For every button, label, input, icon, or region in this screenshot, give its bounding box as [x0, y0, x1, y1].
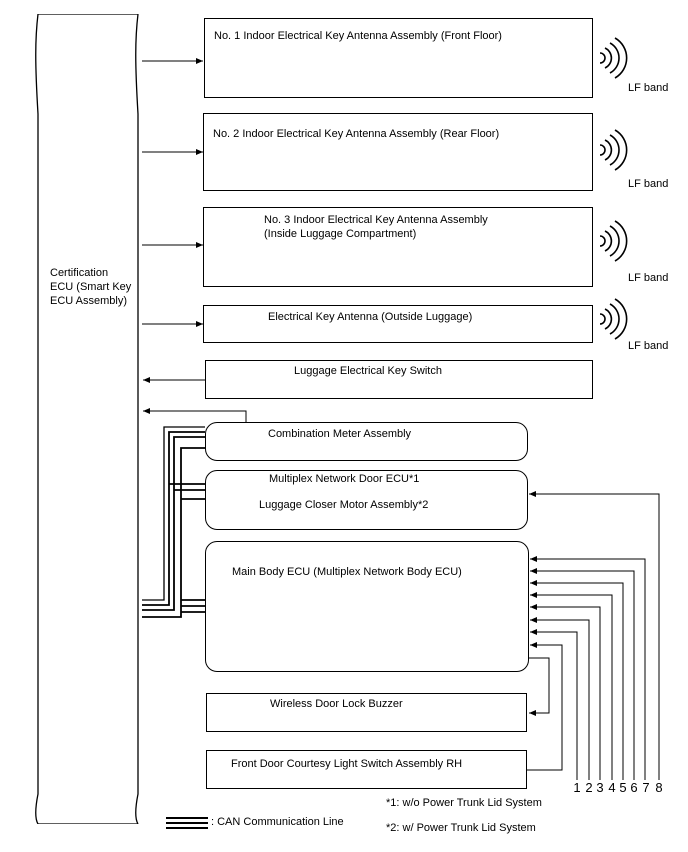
lf-band-label-3: LF band — [628, 272, 669, 284]
pin-label-5: 5 — [619, 780, 627, 795]
wire-pin6 — [530, 568, 635, 780]
lf-wave-icon-2 — [599, 129, 628, 171]
courtesy-switch-label: Front Door Courtesy Light Switch Assembl… — [231, 758, 463, 770]
antenna-outside-box — [203, 305, 593, 343]
pin-label-6: 6 — [630, 780, 638, 795]
antenna1-box — [204, 18, 593, 98]
wire-buzzer — [529, 657, 550, 716]
wire-pin1 — [530, 629, 578, 780]
lf-band-label-4: LF band — [628, 340, 669, 352]
pin-label-7: 7 — [642, 780, 650, 795]
luggage-switch-label: Luggage Electrical Key Switch — [294, 365, 442, 377]
certification-ecu-label: Certification ECU (Smart Key ECU Assembl… — [50, 267, 132, 307]
certification-ecu-shape — [35, 14, 139, 824]
footnote-2: *2: w/ Power Trunk Lid System — [386, 822, 536, 834]
wire-pin2 — [530, 617, 590, 780]
lf-wave-icons — [599, 37, 628, 340]
pin-label-1: 1 — [573, 780, 581, 795]
wire-courtesy-switch — [527, 642, 563, 771]
can-legend-label: : CAN Communication Line — [211, 816, 344, 828]
antenna1-label: No. 1 Indoor Electrical Key Antenna Asse… — [214, 30, 502, 42]
combination-meter-label: Combination Meter Assembly — [268, 428, 412, 440]
lf-band-label-1: LF band — [628, 82, 669, 94]
antenna-outside-label: Electrical Key Antenna (Outside Luggage) — [268, 311, 473, 323]
pin-label-2: 2 — [585, 780, 593, 795]
antenna2-box — [203, 113, 593, 191]
pin-label-3: 3 — [596, 780, 604, 795]
wire-pin7 — [530, 556, 646, 780]
lf-wave-icon-4 — [599, 298, 628, 340]
closer-motor-label: Luggage Closer Motor Assembly*2 — [259, 499, 429, 511]
main-body-ecu-label: Main Body ECU (Multiplex Network Body EC… — [232, 566, 462, 578]
antenna3-box — [203, 207, 593, 287]
wire-pin3 — [530, 604, 601, 780]
wire-pin8 — [529, 491, 660, 780]
antenna2-label: No. 2 Indoor Electrical Key Antenna Asse… — [213, 128, 500, 140]
wire-pin4 — [530, 592, 613, 780]
footnote-1: *1: w/o Power Trunk Lid System — [386, 797, 542, 809]
multiplex-door-ecu-label: Multiplex Network Door ECU*1 — [269, 473, 420, 485]
courtesy-switch-box — [206, 750, 527, 789]
lf-wave-icon-1 — [599, 37, 628, 79]
buzzer-label: Wireless Door Lock Buzzer — [270, 698, 403, 710]
wire-combination-meter — [143, 408, 247, 424]
pin-label-8: 8 — [655, 780, 663, 795]
main-body-ecu-box — [205, 541, 529, 672]
can-bus — [142, 426, 205, 618]
buzzer-box — [206, 693, 527, 732]
pin-label-4: 4 — [608, 780, 616, 795]
multiplex-door-ecu-box — [205, 470, 528, 530]
combination-meter-box — [205, 422, 528, 461]
wire-pin5 — [530, 580, 624, 780]
luggage-switch-box — [205, 360, 593, 399]
antenna3-label: No. 3 Indoor Electrical Key Antenna Asse… — [264, 214, 488, 240]
lf-wave-icon-3 — [599, 220, 628, 262]
lf-band-label-2: LF band — [628, 178, 669, 190]
can-legend-symbol — [166, 817, 208, 829]
